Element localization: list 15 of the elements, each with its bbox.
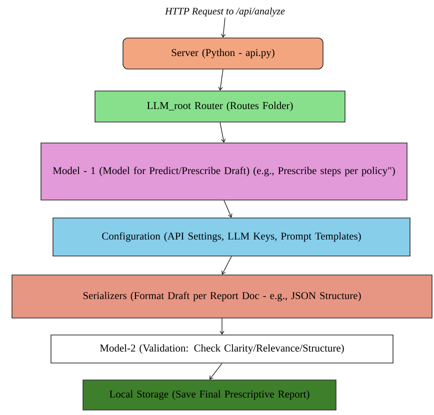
arrow xyxy=(221,17,226,38)
process-box: Model-2 (Validation: Check Clarity/Relevance/Structure) xyxy=(50,334,394,364)
process-box: Configuration (API Settings, LLM Keys, Prompt Templates) xyxy=(52,218,410,256)
arrow xyxy=(220,122,226,143)
process-box: LLM_root Router (Routes Folder) xyxy=(94,90,346,122)
arrow xyxy=(220,318,224,335)
arrow xyxy=(222,256,232,275)
process-box: Serializers (Format Draft per Report Doc - e.g., JSON Structure) xyxy=(12,274,432,318)
arrow xyxy=(218,69,224,91)
server-box: Server (Python - api.py) xyxy=(122,38,324,70)
arrow xyxy=(210,363,222,380)
request-label: HTTP Request to /api/analyze xyxy=(164,7,285,17)
process-box: Local Storage (Save Final Prescriptive Report) xyxy=(82,380,336,410)
arrow xyxy=(224,200,232,218)
process-box: Model - 1 (Model for Predict/Prescribe Draft) (e.g., Prescribe steps per policy") xyxy=(40,142,408,200)
